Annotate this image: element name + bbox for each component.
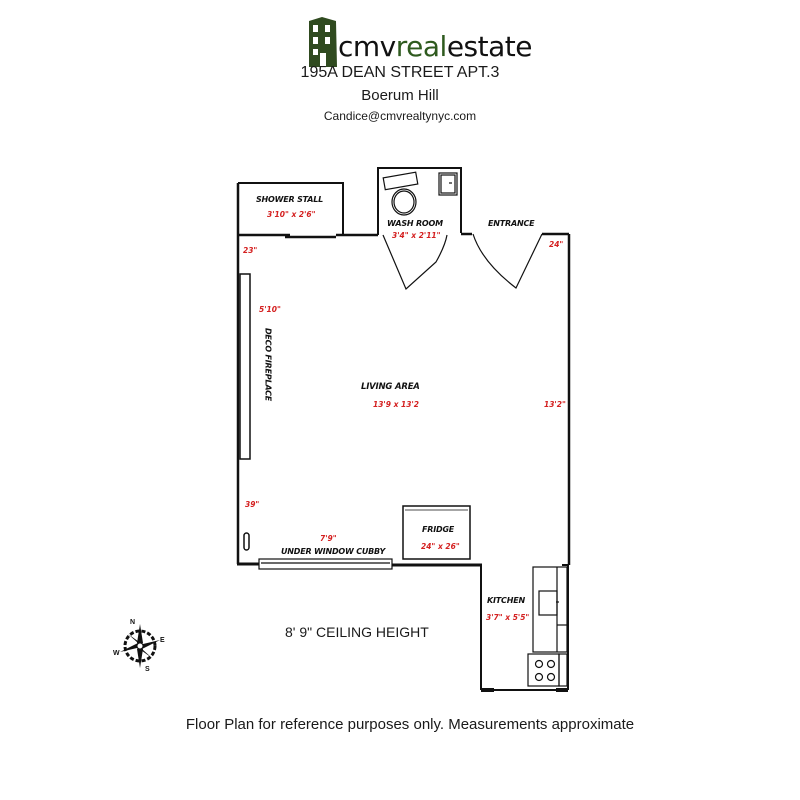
- contact-email: Candice@cmvrealtynyc.com: [323, 109, 477, 123]
- living-area-dims: 13'9 x 13'2: [373, 400, 419, 409]
- radiator-icon: [243, 532, 250, 551]
- kitchen-dims: 3'7" x 5'5": [486, 613, 530, 622]
- shower-stall-dims: 3'10" x 2'6": [267, 210, 316, 219]
- fridge-shape: [402, 505, 471, 560]
- washroom-sink-icon: [438, 172, 458, 196]
- brand-logo: cmvrealestate: [308, 12, 532, 67]
- cubby-dims: 7'9": [320, 534, 337, 543]
- fridge-dims: 24" x 26": [421, 542, 460, 551]
- neighborhood: Boerum Hill: [361, 87, 439, 104]
- living-area-label: LIVING AREA: [361, 382, 420, 392]
- entrance-door: [472, 233, 543, 289]
- shower-stall-label: SHOWER STALL: [256, 195, 324, 204]
- fridge-label: FRIDGE: [422, 525, 455, 534]
- compass-south: S: [145, 666, 150, 673]
- deco-fireplace-shape: [239, 273, 251, 460]
- wash-room-dims: 3'4" x 2'11": [392, 231, 441, 240]
- left-bottom-dim: 39": [245, 500, 260, 509]
- wash-room-label: WASH ROOM: [387, 219, 443, 228]
- left-top-dim: 23": [243, 246, 258, 255]
- fireplace-dims: 5'10": [259, 305, 281, 314]
- living-area-side-dim: 13'2": [544, 400, 566, 409]
- brand-name: cmvrealestate: [338, 33, 532, 61]
- under-window-cubby-label: UNDER WINDOW CUBBY: [281, 547, 386, 556]
- ceiling-height: 8' 9" CEILING HEIGHT: [285, 624, 429, 640]
- kitchen-counter: [532, 564, 569, 653]
- brand-highlight: real: [395, 30, 448, 63]
- entrance-label: ENTRANCE: [488, 219, 535, 228]
- compass-east: E: [160, 637, 165, 644]
- disclaimer: Floor Plan for reference purposes only. …: [185, 716, 635, 733]
- compass-rose-icon: [120, 624, 160, 668]
- brand-suffix: estate: [446, 30, 533, 63]
- wash-room-door: [382, 234, 448, 291]
- shower-stall-wall: [238, 182, 344, 235]
- compass-west: W: [113, 650, 120, 657]
- brand-prefix: cmv: [338, 30, 396, 63]
- toilet-icon: [382, 171, 419, 216]
- compass-north: N: [130, 619, 136, 626]
- wash-room-wall: [377, 167, 462, 235]
- entrance-dims: 24": [549, 240, 564, 249]
- building-icon: [309, 17, 337, 67]
- stove-icon: [527, 653, 568, 687]
- kitchen-sink-icon: [538, 590, 558, 616]
- deco-fireplace-label: DECO FIREPLACE: [263, 327, 273, 402]
- kitchen-label: KITCHEN: [487, 596, 525, 605]
- address: 195A DEAN STREET APT.3: [300, 64, 500, 81]
- under-window-cubby-shape: [258, 558, 393, 570]
